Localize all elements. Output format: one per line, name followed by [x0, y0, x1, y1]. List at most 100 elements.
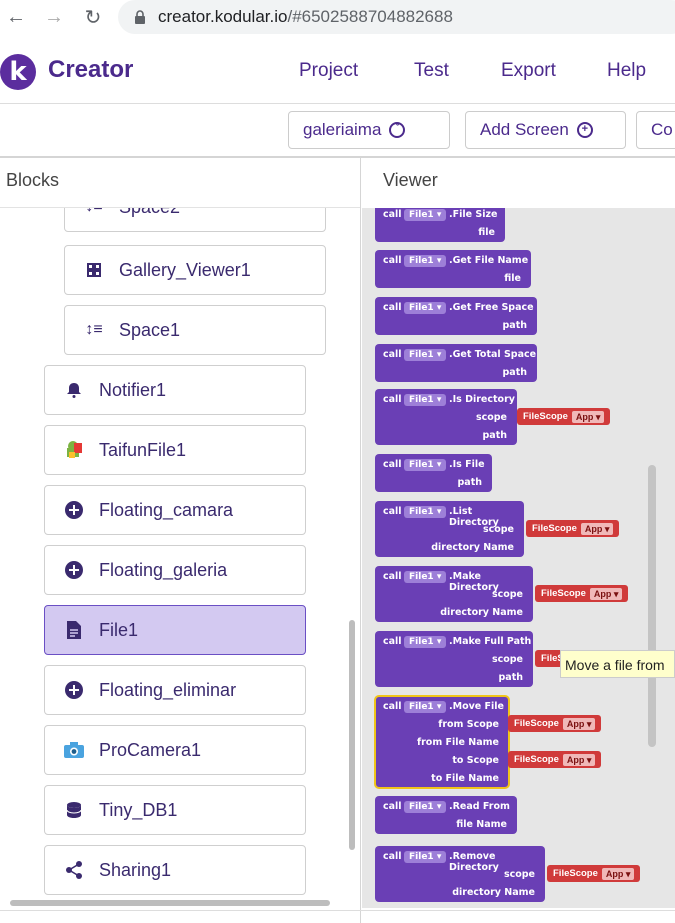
param-label: to File Name [431, 773, 499, 784]
component-item[interactable]: Floating_eliminar [44, 665, 306, 715]
scope-dropdown[interactable]: App ▾ [580, 522, 614, 535]
toolbar-divider [0, 156, 675, 158]
blocks-list-scrollbar[interactable] [349, 620, 355, 850]
component-label: Floating_camara [99, 499, 234, 520]
param-label: directory Name [440, 607, 523, 618]
url-host: creator.kodular.io [158, 7, 288, 26]
call-keyword: call [383, 701, 402, 712]
scope-dropdown[interactable]: App ▾ [571, 410, 605, 423]
scope-dropdown[interactable]: App ▾ [562, 753, 596, 766]
component-label: Tiny_DB1 [99, 799, 178, 820]
block-tooltip: Move a file from [560, 650, 675, 678]
component-dropdown[interactable]: File1 ▾ [404, 701, 447, 713]
filescope-label: FileScope [514, 718, 559, 729]
header-divider [126, 103, 675, 104]
horizontal-scrollbar[interactable] [10, 900, 330, 906]
component-item-selected[interactable]: File1 [44, 605, 306, 655]
component-dropdown[interactable]: File1 ▾ [404, 302, 447, 314]
share-icon [63, 859, 85, 881]
component-item[interactable]: Notifier1 [44, 365, 306, 415]
component-dropdown[interactable]: File1 ▾ [404, 255, 447, 267]
component-dropdown[interactable]: File1 ▾ [404, 801, 447, 813]
filescope-label: FileScope [553, 868, 598, 879]
menu-help[interactable]: Help [607, 60, 647, 81]
plus-circle-icon [63, 559, 85, 581]
component-dropdown[interactable]: File1 ▾ [404, 851, 447, 863]
panel-divider[interactable] [360, 158, 361, 923]
menu-export[interactable]: Export [501, 60, 556, 81]
scope-dropdown[interactable]: App ▾ [601, 867, 635, 880]
component-item[interactable]: Tiny_DB1 [44, 785, 306, 835]
param-label: scope [503, 869, 535, 880]
param-label: from File Name [416, 737, 499, 748]
component-dropdown[interactable]: File1 ▾ [404, 394, 447, 406]
call-keyword: call [383, 394, 402, 405]
gallery-icon [83, 259, 105, 281]
reload-icon[interactable]: ↻ [84, 6, 102, 29]
component-item[interactable]: ProCamera1 [44, 725, 306, 775]
more-toolbar-button[interactable]: Co [636, 111, 675, 149]
space-icon: ↕≡ [85, 321, 103, 338]
component-item[interactable]: Sharing1 [44, 845, 306, 895]
component-item[interactable]: Floating_camara [44, 485, 306, 535]
component-item[interactable]: TaifunFile1 [44, 425, 306, 475]
toolbar: galeriaima ˇ Add Screen + Co [0, 104, 675, 156]
component-item[interactable]: ↕≡ Space2 [64, 208, 326, 232]
component-dropdown[interactable]: File1 ▾ [404, 209, 447, 221]
bell-icon [63, 379, 85, 401]
param-label: scope [482, 524, 514, 535]
component-dropdown[interactable]: File1 ▾ [404, 506, 447, 518]
address-bar[interactable]: creator.kodular.io/#6502588704882688 [118, 0, 675, 34]
component-dropdown[interactable]: File1 ▾ [404, 349, 447, 361]
browser-bar: ← → ↻ creator.kodular.io/#65025887048826… [0, 0, 675, 36]
workspace-scrollbar[interactable] [648, 465, 656, 747]
component-dropdown[interactable]: File1 ▾ [404, 571, 447, 583]
blocks-component-list[interactable]: ↕≡ Space2 Gallery_Viewer1 ↕≡ Space1 Noti… [0, 208, 360, 923]
component-dropdown[interactable]: File1 ▾ [404, 636, 447, 648]
param-label: directory Name [452, 887, 535, 898]
call-keyword: call [383, 851, 402, 862]
bottom-divider [0, 910, 675, 911]
android-file-icon [63, 439, 85, 461]
kodular-logo[interactable]: k [0, 54, 36, 90]
component-item[interactable]: Gallery_Viewer1 [64, 245, 326, 295]
component-label: Sharing1 [99, 859, 172, 880]
add-screen-button[interactable]: Add Screen + [465, 111, 626, 149]
component-label: File1 [99, 619, 139, 640]
call-keyword: call [383, 349, 402, 360]
menu-project[interactable]: Project [299, 60, 359, 81]
screen-select[interactable]: galeriaima ˇ [288, 111, 450, 149]
scope-dropdown[interactable]: App ▾ [589, 587, 623, 600]
component-item[interactable]: Floating_galeria [44, 545, 306, 595]
component-dropdown[interactable]: File1 ▾ [404, 459, 447, 471]
header-divider [0, 103, 126, 104]
param-label: path [482, 430, 507, 441]
call-keyword: call [383, 571, 402, 582]
menu-test[interactable]: Test [414, 60, 449, 81]
scope-dropdown[interactable]: App ▾ [562, 717, 596, 730]
component-label: Space2 [119, 208, 180, 218]
forward-arrow-icon[interactable]: → [44, 5, 64, 28]
method-name: .Is Directory [449, 394, 515, 405]
back-arrow-icon[interactable]: ← [6, 5, 26, 28]
component-item[interactable]: ↕≡ Space1 [64, 305, 326, 355]
